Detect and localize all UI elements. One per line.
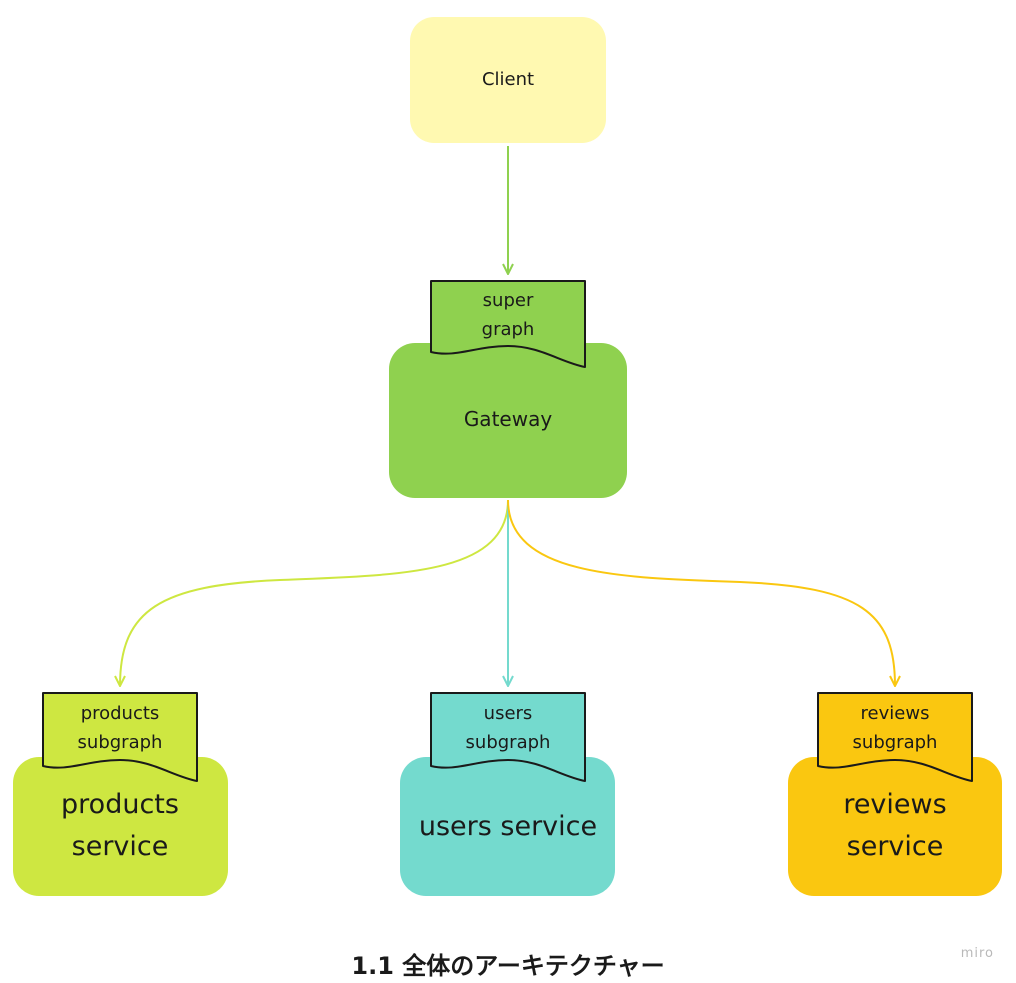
users-subgraph-document[interactable]: users subgraph bbox=[430, 692, 586, 782]
diagram-caption: 1.1 全体のアーキテクチャー bbox=[351, 952, 665, 980]
client-box bbox=[410, 17, 606, 143]
gateway-label: Gateway bbox=[464, 407, 553, 431]
users-subgraph-document-shape bbox=[430, 692, 586, 782]
reviews-service-label-line-1: reviews bbox=[843, 789, 946, 820]
reviews-subgraph-label-line-2: subgraph bbox=[853, 732, 938, 753]
users-service-label: users service bbox=[419, 811, 597, 842]
edge-gateway-to-products bbox=[120, 499, 509, 686]
reviews-service-label-line-2: service bbox=[847, 831, 944, 862]
products-subgraph-label-line-1: products bbox=[81, 703, 160, 724]
products-service-box bbox=[13, 757, 228, 896]
gateway-box bbox=[389, 343, 627, 498]
users-subgraph-label-line-1: users bbox=[484, 703, 533, 724]
miro-watermark: miro bbox=[960, 946, 994, 961]
client-node[interactable]: Client bbox=[410, 17, 606, 143]
products-subgraph-label-line-2: subgraph bbox=[78, 732, 163, 753]
products-service-label-line-2: service bbox=[72, 831, 169, 862]
edge-gateway-to-reviews bbox=[507, 499, 895, 686]
client-label: Client bbox=[482, 69, 534, 90]
reviews-subgraph-document-shape bbox=[817, 692, 973, 782]
supergraph-document-shape bbox=[430, 280, 586, 368]
supergraph-document[interactable]: super graph bbox=[430, 280, 586, 368]
supergraph-label-line-2: graph bbox=[482, 319, 535, 340]
users-service-node[interactable]: users service bbox=[400, 757, 615, 896]
gateway-node[interactable]: Gateway bbox=[389, 343, 627, 498]
products-subgraph-document[interactable]: products subgraph bbox=[42, 692, 198, 782]
reviews-subgraph-document[interactable]: reviews subgraph bbox=[817, 692, 973, 782]
products-service-label-line-1: products bbox=[61, 789, 179, 820]
reviews-service-box bbox=[788, 757, 1002, 896]
products-service-node[interactable]: products service bbox=[13, 757, 228, 896]
products-subgraph-document-shape bbox=[42, 692, 198, 782]
reviews-subgraph-label-line-1: reviews bbox=[861, 703, 930, 724]
users-service-box bbox=[400, 757, 615, 896]
supergraph-label-line-1: super bbox=[483, 290, 534, 311]
users-subgraph-label-line-2: subgraph bbox=[466, 732, 551, 753]
reviews-service-node[interactable]: reviews service bbox=[788, 757, 1002, 896]
